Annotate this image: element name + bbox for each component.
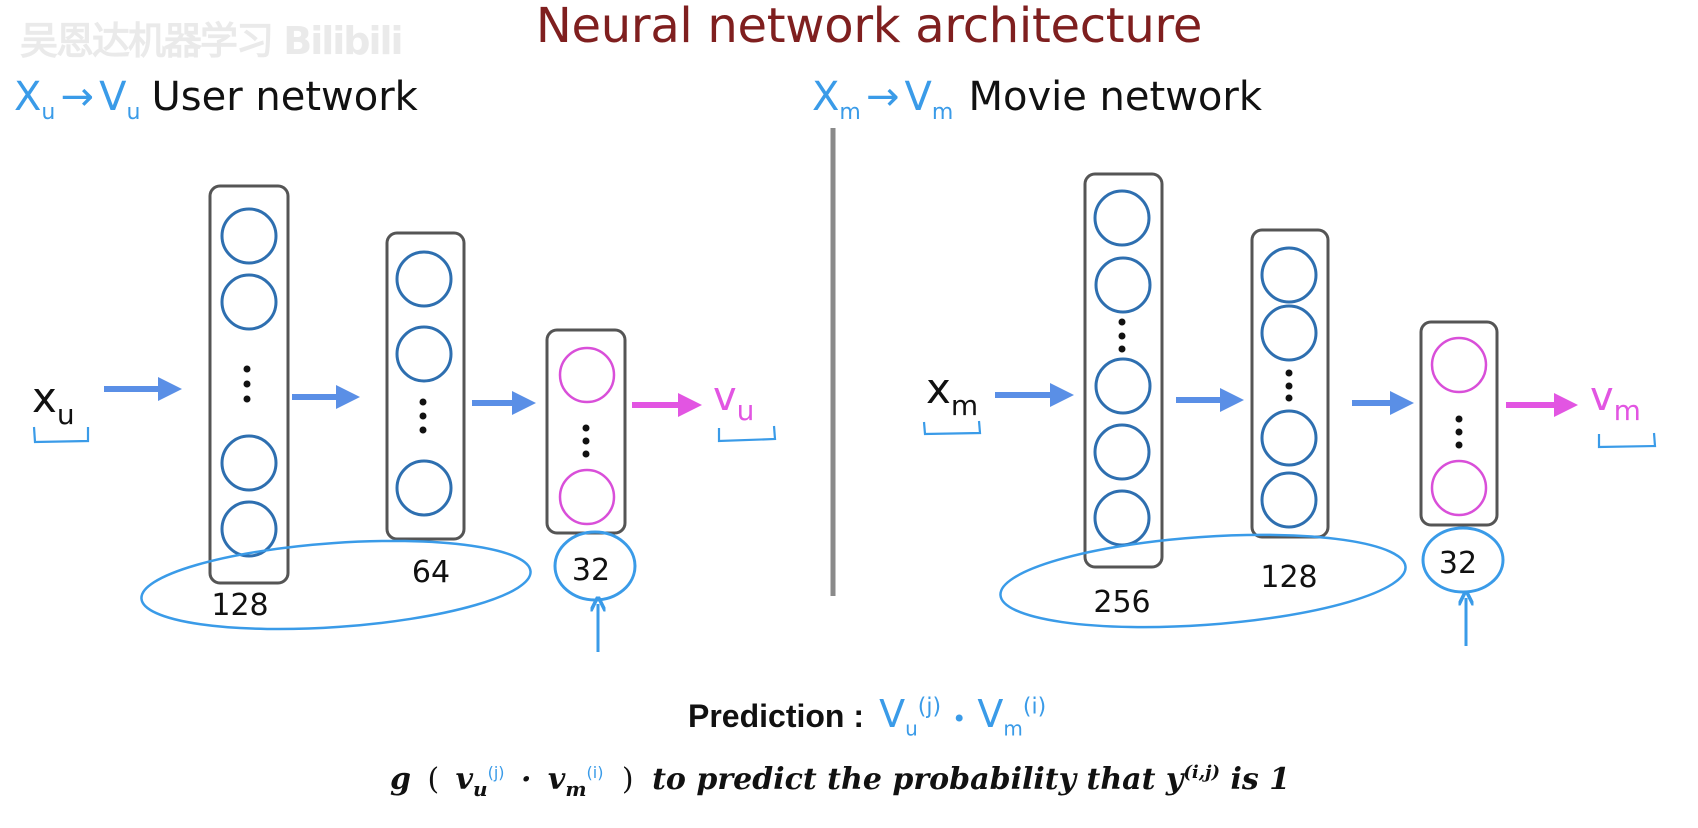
layer-box <box>208 184 290 585</box>
neuron <box>395 325 453 383</box>
layer-units-label: 32 <box>572 553 610 588</box>
ellipsis-dot <box>1455 428 1463 436</box>
neuron <box>1094 256 1152 314</box>
probability-formula: g ( vu(j) · vm(i) ) to predict the proba… <box>390 762 1290 801</box>
ellipsis-dot <box>243 380 251 388</box>
neuron <box>1260 304 1318 362</box>
neuron <box>220 273 278 331</box>
ellipsis-dot <box>419 398 427 406</box>
ellipsis-dot <box>1118 332 1126 340</box>
layer-box <box>385 231 466 541</box>
user-notation-x: Xu <box>14 74 56 125</box>
prediction-term-vm: Vm(i) <box>977 692 1047 741</box>
movie-notation-v: Vm <box>904 74 954 125</box>
hidden-layers-ellipse <box>999 533 1407 629</box>
formula-tail: is 1 <box>1230 762 1291 797</box>
user-notation-arrow: → <box>60 74 94 120</box>
neuron <box>220 500 278 558</box>
hidden-layers-ellipse <box>140 539 532 631</box>
ellipsis-dot <box>1455 441 1463 449</box>
formula-vm: vm(i) <box>547 762 604 801</box>
neuron <box>1260 409 1318 467</box>
layer-box <box>1250 228 1330 539</box>
movie-output-bracket <box>1597 432 1657 449</box>
formula-vu: vu(j) <box>455 762 505 801</box>
neuron <box>1093 189 1151 247</box>
user-network: xu 128 64 <box>32 184 777 652</box>
movie-input-bracket <box>922 420 982 436</box>
layer-box <box>1419 320 1499 527</box>
formula-text: to predict the probability that <box>652 762 1156 797</box>
ellipsis-dot <box>582 450 590 458</box>
user-input-bracket <box>32 426 90 444</box>
user-network-heading: Xu → Vu User network <box>14 74 418 125</box>
formula-close-paren: ) <box>621 762 634 797</box>
layer-units-label: 32 <box>1439 546 1477 581</box>
user-layer-1: 128 <box>208 184 290 623</box>
user-layer-2: 64 <box>385 231 466 590</box>
ellipsis-dot <box>1285 369 1293 377</box>
movie-network-title: Movie network <box>968 74 1262 120</box>
prediction-term-vu: Vu(j) <box>879 692 942 741</box>
prediction-label: Prediction : <box>688 698 865 734</box>
movie-layer-2: 128 <box>1250 228 1330 595</box>
watermark: 吴恩达机器学习 Bilibili <box>20 19 404 63</box>
ellipsis-dot <box>419 412 427 420</box>
ellipsis-dot <box>243 365 251 373</box>
ellipsis-dot <box>1118 345 1126 353</box>
ellipsis-dot <box>582 424 590 432</box>
movie-network: xm 256 128 <box>922 172 1657 646</box>
formula-dot: · <box>520 762 532 797</box>
neuron <box>220 434 278 492</box>
layer-units-label: 128 <box>211 588 268 623</box>
layer-units-label: 64 <box>412 555 450 590</box>
layer-units-label: 128 <box>1260 560 1317 595</box>
user-network-title: User network <box>151 74 418 120</box>
movie-network-heading: Xm → Vm Movie network <box>812 74 1262 125</box>
neuron <box>395 459 453 517</box>
page-title: Neural network architecture <box>535 0 1203 54</box>
prediction-line: Prediction : Vu(j) • Vm(i) <box>688 692 1046 741</box>
user-layer-3: 32 <box>545 328 627 588</box>
layer-units-label: 256 <box>1093 585 1150 620</box>
movie-layer-1: 256 <box>1083 172 1164 620</box>
ellipsis-dot <box>243 395 251 403</box>
movie-output-label: vm <box>1590 374 1641 427</box>
prediction-dot: • <box>952 705 967 733</box>
layer-box <box>1083 172 1164 569</box>
neuron <box>1260 246 1318 304</box>
ellipsis-dot <box>419 426 427 434</box>
user-notation-v: Vu <box>99 74 141 125</box>
neuron <box>220 207 278 265</box>
neuron <box>1093 489 1151 547</box>
neuron-output <box>1430 459 1488 517</box>
movie-input-label: xm <box>926 364 978 422</box>
movie-notation-x: Xm <box>812 74 861 125</box>
neuron-output <box>558 468 616 526</box>
ellipsis-dot <box>1455 415 1463 423</box>
neuron <box>1260 471 1318 529</box>
neuron-output <box>1430 336 1488 394</box>
movie-notation-arrow: → <box>865 74 900 120</box>
formula-y: y(i,j) <box>1165 762 1221 797</box>
neuron-output <box>558 346 616 404</box>
ellipsis-dot <box>582 437 590 445</box>
user-output-bracket <box>717 425 777 443</box>
neuron <box>1093 423 1151 481</box>
ellipsis-dot <box>1285 394 1293 402</box>
neuron <box>1094 357 1152 415</box>
ellipsis-dot <box>1118 318 1126 326</box>
movie-layer-3: 32 <box>1419 320 1499 581</box>
formula-open-paren: ( <box>427 762 440 797</box>
formula-g: g <box>390 762 411 797</box>
user-input-label: xu <box>32 373 75 431</box>
neuron <box>395 250 453 308</box>
user-output-label: vu <box>713 374 754 427</box>
ellipsis-dot <box>1285 382 1293 390</box>
